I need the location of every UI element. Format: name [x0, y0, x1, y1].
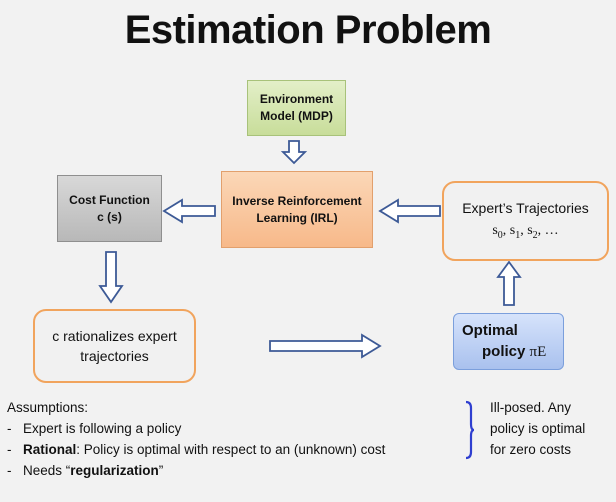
- irl-label-line1: Inverse Reinforcement: [232, 193, 362, 208]
- assumptions-heading: Assumptions:: [7, 400, 89, 415]
- expert-trajectories-box: Expert’s Trajectories s0, s1, s2, …: [442, 181, 609, 261]
- policy-symbol: πE: [529, 343, 547, 360]
- list-item: -Needs “regularization”: [7, 462, 164, 478]
- irl-label-line2: Learning (IRL): [256, 210, 338, 225]
- note-line1: Ill-posed. Any: [490, 400, 572, 415]
- cost-function-box: Cost Function c (s): [57, 175, 162, 242]
- rationalizes-label-line2: trajectories: [80, 348, 149, 364]
- environment-label-line2: Model (MDP): [260, 109, 333, 123]
- list-item: -Rational: Policy is optimal with respec…: [7, 441, 386, 457]
- arrow-policy-to-trajectories: [496, 260, 522, 306]
- note-line2: policy is optimal: [490, 420, 586, 436]
- environment-label-line1: Environment: [259, 92, 334, 107]
- arrow-trajectories-to-irl: [378, 198, 441, 224]
- optimal-policy-label-line1: Optimal: [462, 322, 518, 340]
- note-line3: for zero costs: [490, 441, 572, 457]
- arrow-cost-to-rationalizes: [98, 251, 124, 304]
- optimal-policy-label-line2: policy: [482, 342, 526, 360]
- ill-posed-note: Ill-posed. Any policy is optimal for zer…: [490, 398, 610, 461]
- expert-trajectories-label: Expert’s Trajectories: [462, 200, 589, 217]
- expert-trajectories-states: s0, s1, s2, …: [492, 222, 559, 241]
- arrow-env-to-irl: [280, 140, 308, 165]
- assumption-1: Expert is following a policy: [23, 420, 182, 436]
- cost-function-label-line1: Cost Function: [69, 192, 150, 207]
- cost-function-label-line2: c (s): [97, 209, 122, 224]
- assumption-3-keyword: regularization: [70, 462, 159, 478]
- rationalizes-box: c rationalizes expert trajectories: [33, 309, 196, 383]
- environment-model-box: Environment Model (MDP): [247, 80, 346, 136]
- optimal-policy-box: Optimal policy πE: [453, 313, 564, 370]
- right-curly-bracket: [465, 400, 475, 460]
- arrow-irl-to-cost: [162, 198, 216, 224]
- assumption-2-text: : Policy is optimal with respect to an (…: [76, 441, 386, 457]
- list-item: -Expert is following a policy: [7, 420, 182, 436]
- assumptions-list: -Expert is following a policy -Rational:…: [7, 419, 447, 482]
- assumption-2-keyword: Rational: [23, 441, 77, 457]
- assumption-3-suffix: ”: [158, 462, 164, 478]
- slide-title: Estimation Problem: [124, 8, 492, 52]
- arrow-rationalizes-to-policy: [269, 333, 382, 359]
- assumptions-block: Assumptions: -Expert is following a poli…: [7, 398, 447, 482]
- assumption-3-prefix: Needs “: [23, 462, 71, 478]
- rationalizes-label-line1: c rationalizes expert: [52, 327, 177, 344]
- irl-box: Inverse Reinforcement Learning (IRL): [221, 171, 373, 248]
